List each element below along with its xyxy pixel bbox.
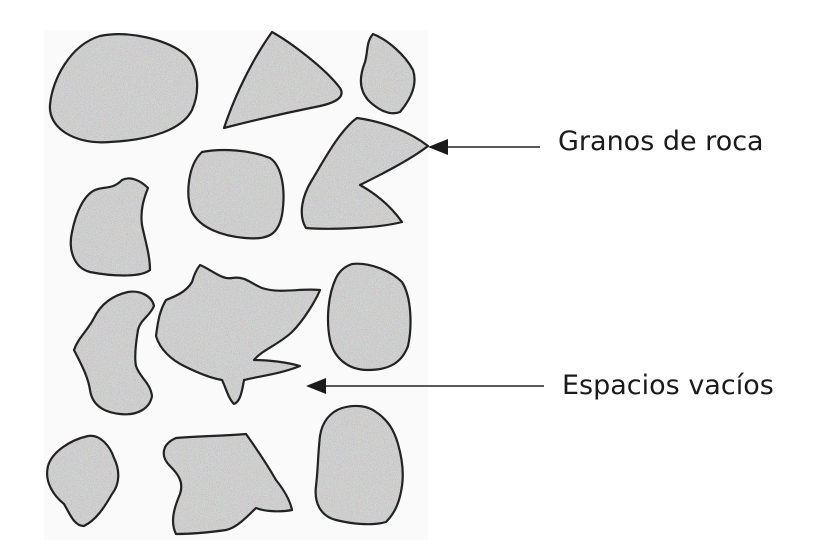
rock-grain-icon [48, 33, 199, 144]
arrow-pointer-icon [428, 139, 540, 155]
rock-grain-icon [326, 262, 412, 372]
rock-grain-icon [314, 404, 404, 526]
rock-grain-icon [162, 432, 294, 536]
rock-grain-icon [300, 116, 430, 230]
rock-grain-icon [359, 32, 416, 115]
void-spaces-label: Espacios vacíos [562, 370, 774, 401]
arrow-pointer-icon [306, 378, 544, 394]
rock-grain-icon [187, 148, 285, 240]
rock-grain-icon [72, 290, 156, 416]
rock-grain-icon [69, 177, 152, 277]
rock-grains-label: Granos de roca [558, 126, 764, 157]
rock-grain-icon [222, 30, 343, 130]
rock-grain-icon [154, 263, 322, 406]
rock-grain-icon [46, 434, 120, 528]
